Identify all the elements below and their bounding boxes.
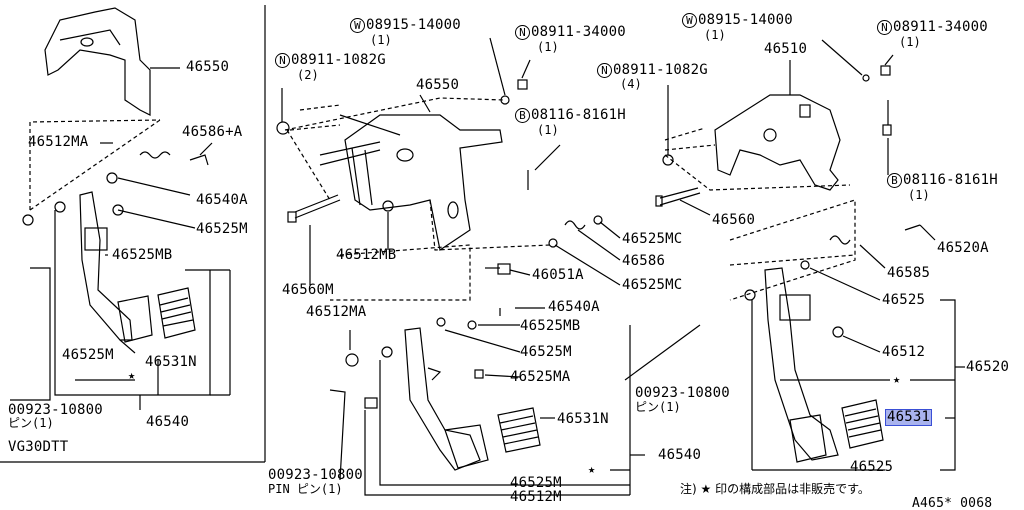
center-nut-a-qty: (1)	[537, 40, 559, 54]
right-pin-label[interactable]: 00923-10800	[635, 385, 730, 401]
left-pad-label[interactable]: 46531N	[145, 354, 197, 370]
center-collar-mc2-label[interactable]: 46525MC	[622, 277, 683, 293]
left-stopper-m-label[interactable]: 46525M	[62, 347, 114, 363]
left-pin-sub-label: ピン(1)	[8, 416, 54, 430]
right-spring-label[interactable]: 46585	[887, 265, 931, 281]
nut-prefix-icon: N	[515, 25, 530, 40]
center-stop-m-label[interactable]: 46525M	[510, 475, 562, 491]
bolt-prefix-icon: B	[887, 173, 902, 188]
center-pad-label[interactable]: 46531N	[557, 411, 609, 427]
right-bolt-b-code: 08116-8161H	[903, 172, 998, 188]
center-bushing-mb-label[interactable]: 46512MB	[336, 247, 397, 263]
left-pedal-assy-label[interactable]: 46540	[146, 414, 190, 430]
right-bushing-label[interactable]: 46512	[882, 344, 926, 360]
nut-prefix-icon: N	[877, 20, 892, 35]
right-pin-bolt-label[interactable]: 46520A	[937, 240, 989, 256]
nut-prefix-icon: N	[275, 53, 290, 68]
center-pin-label[interactable]: 00923-10800	[268, 467, 363, 483]
bolt-prefix-icon: B	[515, 108, 530, 123]
right-assy-label[interactable]: 46520	[966, 359, 1010, 375]
center-star-mark: ★	[588, 462, 596, 476]
center-washer-a-qty: (1)	[370, 33, 392, 47]
center-washer-a-code: 08915-14000	[366, 17, 461, 33]
center-nut-51-label[interactable]: 46051A	[532, 267, 584, 283]
center-spring-label[interactable]: 46586	[622, 253, 666, 269]
center-pin-sub-label: PIN ピン(1)	[268, 482, 343, 496]
left-pin-label[interactable]: 00923-10800	[8, 402, 103, 418]
center-clip-ma-label[interactable]: 46525MA	[510, 369, 571, 385]
right-nut-a-qty: (1)	[899, 35, 921, 49]
right-stop-label[interactable]: 46525	[850, 459, 894, 475]
center-collar-m-label[interactable]: 46525M	[520, 344, 572, 360]
center-nut-b-qty: (2)	[297, 68, 319, 82]
washer-prefix-icon: W	[350, 18, 365, 33]
right-bolt-label[interactable]: 46560	[712, 212, 756, 228]
center-nut-a-code: 08911-34000	[531, 24, 626, 40]
right-washer-a-qty: (1)	[704, 28, 726, 42]
variant-label: VG30DTT	[8, 439, 69, 455]
left-bracket-label[interactable]: 46550	[186, 59, 230, 75]
nut-prefix-icon: N	[597, 63, 612, 78]
left-spring-label[interactable]: 46586+A	[182, 124, 243, 140]
center-arm-m-label[interactable]: 46512M	[510, 489, 562, 505]
center-collar-mb-label[interactable]: 46525MB	[520, 318, 581, 334]
center-assy-label[interactable]: 46540	[658, 447, 702, 463]
center-nut-b-code: 08911-1082G	[291, 52, 386, 68]
right-collar-label[interactable]: 46525	[882, 292, 926, 308]
center-bushing-ma-label[interactable]: 46512MA	[306, 304, 367, 320]
right-pad-label-highlighted[interactable]: 46531	[885, 409, 933, 426]
diagram-id: A465* 0068	[912, 496, 993, 510]
center-bolt-m-label[interactable]: 46560M	[282, 282, 334, 298]
center-pin-bolt-label[interactable]: 46540A	[548, 299, 600, 315]
left-bushing-ma-label[interactable]: 46512MA	[28, 134, 89, 150]
center-nut-c-qty: (4)	[620, 77, 642, 91]
right-pin-sub-label: ピン(1)	[635, 400, 681, 414]
right-nut-a-code: 08911-34000	[893, 19, 988, 35]
washer-prefix-icon: W	[682, 13, 697, 28]
center-bolt-b-qty: (1)	[537, 123, 559, 137]
left-bushing-mb-label[interactable]: 46525MB	[112, 247, 173, 263]
center-nut-c-code: 08911-1082G	[613, 62, 708, 78]
right-bracket-label[interactable]: 46510	[764, 41, 808, 57]
footnote: 注) ★ 印の構成部品は非販売です。	[680, 482, 870, 496]
center-collar-mc1-label[interactable]: 46525MC	[622, 231, 683, 247]
left-bolt-label[interactable]: 46540A	[196, 192, 248, 208]
right-star-mark: ★	[893, 372, 901, 386]
center-bolt-b-code: 08116-8161H	[531, 107, 626, 123]
bracket-shape	[44, 7, 151, 116]
left-collar-m-label[interactable]: 46525M	[196, 221, 248, 237]
right-bolt-b-qty: (1)	[908, 188, 930, 202]
center-bracket-label[interactable]: 46550	[416, 77, 460, 93]
right-washer-a-code: 08915-14000	[698, 12, 793, 28]
left-star-mark: ★	[128, 368, 136, 382]
